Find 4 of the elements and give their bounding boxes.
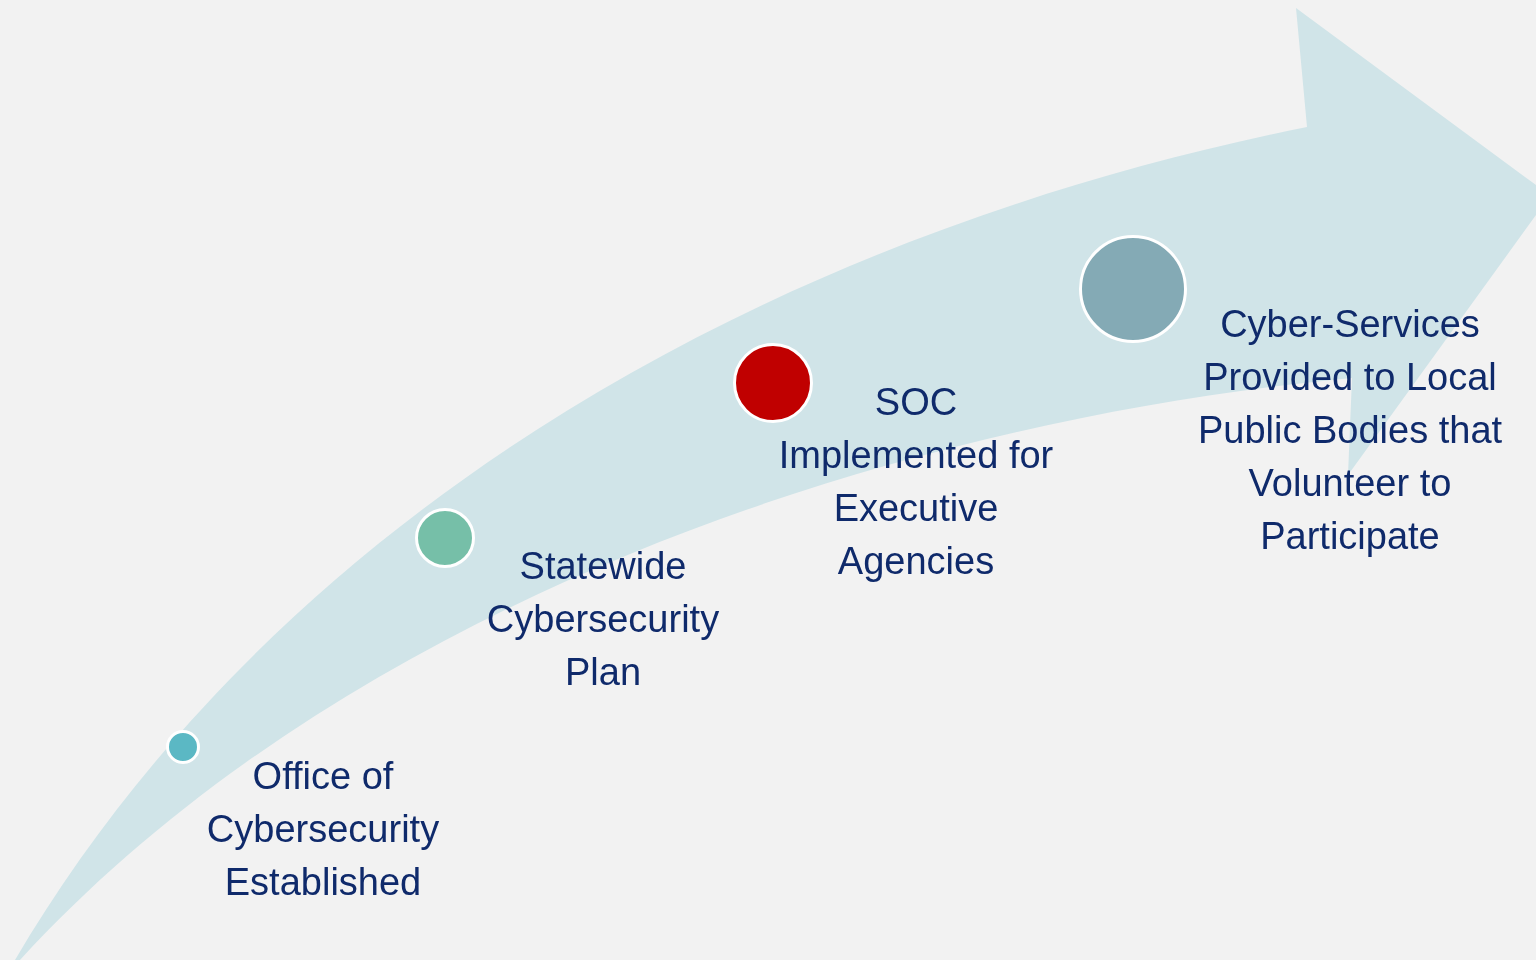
milestone-label: SOC Implemented for Executive Agencies [777, 380, 1055, 584]
milestone-label: Cyber-Services Provided to Local Public Bodies that Volunteer to Participate [1196, 302, 1504, 559]
milestone-label: Office of Cybersecurity Established [205, 754, 441, 905]
milestone-label: Statewide Cybersecurity Plan [485, 544, 721, 695]
